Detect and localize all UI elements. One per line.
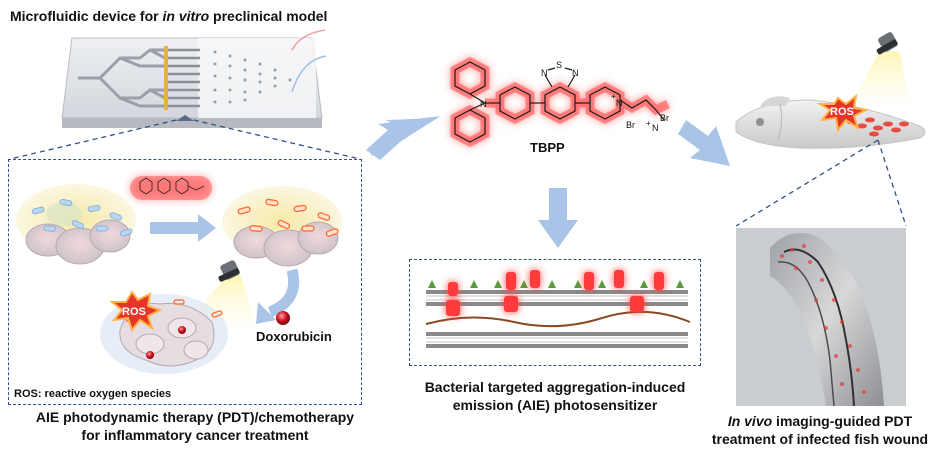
cell-cluster-left (16, 184, 136, 265)
mini-molecule-glow (130, 176, 212, 200)
middle-panel-frame (409, 259, 701, 366)
middle-caption-line-1: Bacterial targeted aggregation-induced (424, 379, 686, 395)
ros-footnote: ROS: reactive oxygen species (14, 388, 172, 400)
right-caption-line-1-rest: imaging-guided PDT (772, 413, 913, 429)
left-panel-caption: AIE photodynamic therapy (PDT)/chemother… (10, 408, 380, 444)
membrane-bottom (426, 332, 688, 348)
atom-ammonium-plus: + (646, 119, 651, 128)
left-caption-line-2: for inflammatory cancer treatment (81, 427, 309, 443)
middle-caption-line-2: emission (AIE) photosensitizer (452, 397, 658, 413)
right-panel-caption: In vivo imaging-guided PDT treatment of … (700, 412, 940, 448)
atom-pyridinium-n: N (616, 98, 623, 108)
fish-wound-micrograph (736, 228, 906, 407)
left-caption-line-1: AIE photodynamic therapy (PDT)/chemother… (35, 409, 355, 425)
zebrafish-illustration (735, 93, 926, 149)
aie-aggregates (446, 270, 664, 316)
chip-focus-marker (176, 115, 194, 121)
atom-amine-n: N (480, 99, 487, 109)
microfluidic-title-plain: Microfluidic device for (10, 8, 163, 24)
ros-burst-left-label: ROS (122, 306, 146, 318)
ros-burst-fish-label: ROS (830, 106, 854, 118)
doxorubicin-molecule-icon (276, 311, 290, 325)
membrane-top (426, 290, 688, 306)
arrow-to-middle-panel (538, 188, 578, 248)
peptidoglycan-wave (425, 310, 691, 328)
atom-pyridinium-plus: + (611, 92, 616, 101)
light-lamp-right (852, 32, 910, 108)
atom-ammonium-n: N (652, 123, 659, 133)
zoom-lines-right (735, 139, 907, 227)
left-panel-frame (8, 159, 362, 405)
microfluidic-title-end: preclinical model (209, 8, 328, 24)
atom-n-left: N (541, 68, 548, 78)
zoom-lines-left (9, 117, 361, 160)
microfluidic-title-italic: in vitro (162, 8, 210, 24)
molecule-name-label: TBPP (530, 140, 565, 155)
middle-panel-caption: Bacterial targeted aggregation-induced e… (405, 378, 705, 414)
right-caption-line-2: treatment of infected fish wound (711, 431, 929, 447)
bacterial-membrane (425, 270, 691, 348)
arrow-to-left-panel (366, 116, 440, 160)
membrane-proteins (428, 280, 684, 288)
tbpp-molecule (450, 56, 671, 148)
atom-bromide-1: Br (626, 120, 635, 130)
tbpp-molecule-bonds (454, 61, 665, 143)
cell-cluster-stained (222, 186, 342, 267)
right-caption-italic: In vivo (727, 413, 773, 429)
curved-process-arrow (256, 268, 300, 324)
microfluidic-title: Microfluidic device for in vitro preclin… (10, 8, 327, 24)
arrow-to-right-panel (678, 120, 730, 166)
doxorubicin-label: Doxorubicin (256, 329, 332, 344)
treated-cell-cluster (100, 290, 228, 374)
right-caption-line-1: In vivo imaging-guided PDT (700, 412, 940, 430)
process-arrow-right (150, 214, 216, 242)
atom-bromide-2: Br (660, 113, 669, 123)
atom-sulfur: S (556, 60, 562, 70)
membrane-leaflet-lines (426, 295, 688, 343)
microfluidic-chip (61, 29, 327, 128)
atom-n-right: N (572, 68, 579, 78)
